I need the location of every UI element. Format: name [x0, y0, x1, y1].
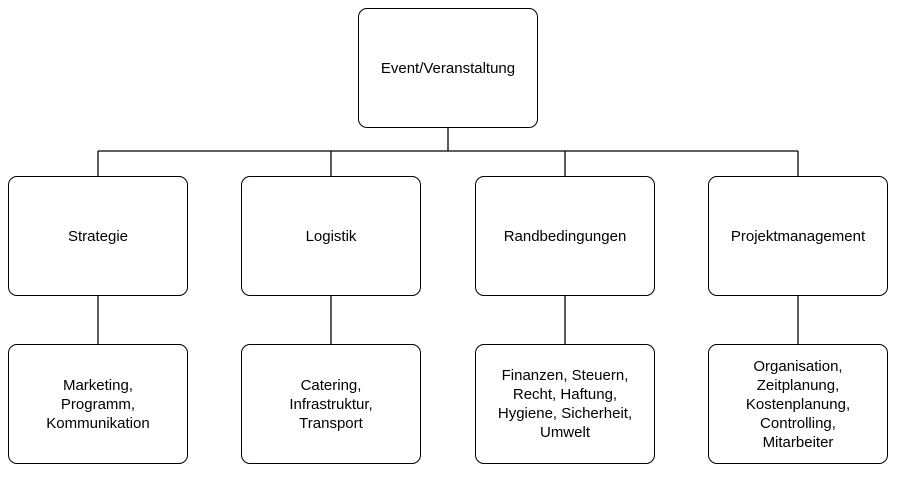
detail-node-logistik: Catering, Infrastruktur, Transport [241, 344, 421, 464]
detail-text: Finanzen, Steuern, Recht, Haftung, Hygie… [497, 367, 633, 441]
detail-text: Catering, Infrastruktur, Transport [289, 376, 373, 432]
category-node-strategie: Strategie [8, 176, 188, 296]
root-node: Event/Veranstaltung [358, 8, 538, 128]
root-node-label: Event/Veranstaltung [380, 59, 516, 77]
detail-node-strategie: Marketing, Programm, Kommunikation [8, 344, 188, 464]
detail-text: Organisation, Zeitplanung, Kostenplanung… [745, 357, 851, 451]
detail-text: Marketing, Programm, Kommunikation [46, 376, 150, 432]
detail-node-projektmanagement: Organisation, Zeitplanung, Kostenplanung… [708, 344, 888, 464]
category-label: Projektmanagement [730, 227, 866, 245]
category-node-randbedingungen: Randbedingungen [475, 176, 655, 296]
category-node-logistik: Logistik [241, 176, 421, 296]
category-node-projektmanagement: Projektmanagement [708, 176, 888, 296]
category-label: Randbedingungen [503, 227, 627, 245]
category-label: Logistik [305, 227, 357, 245]
detail-node-randbedingungen: Finanzen, Steuern, Recht, Haftung, Hygie… [475, 344, 655, 464]
category-label: Strategie [67, 227, 129, 245]
